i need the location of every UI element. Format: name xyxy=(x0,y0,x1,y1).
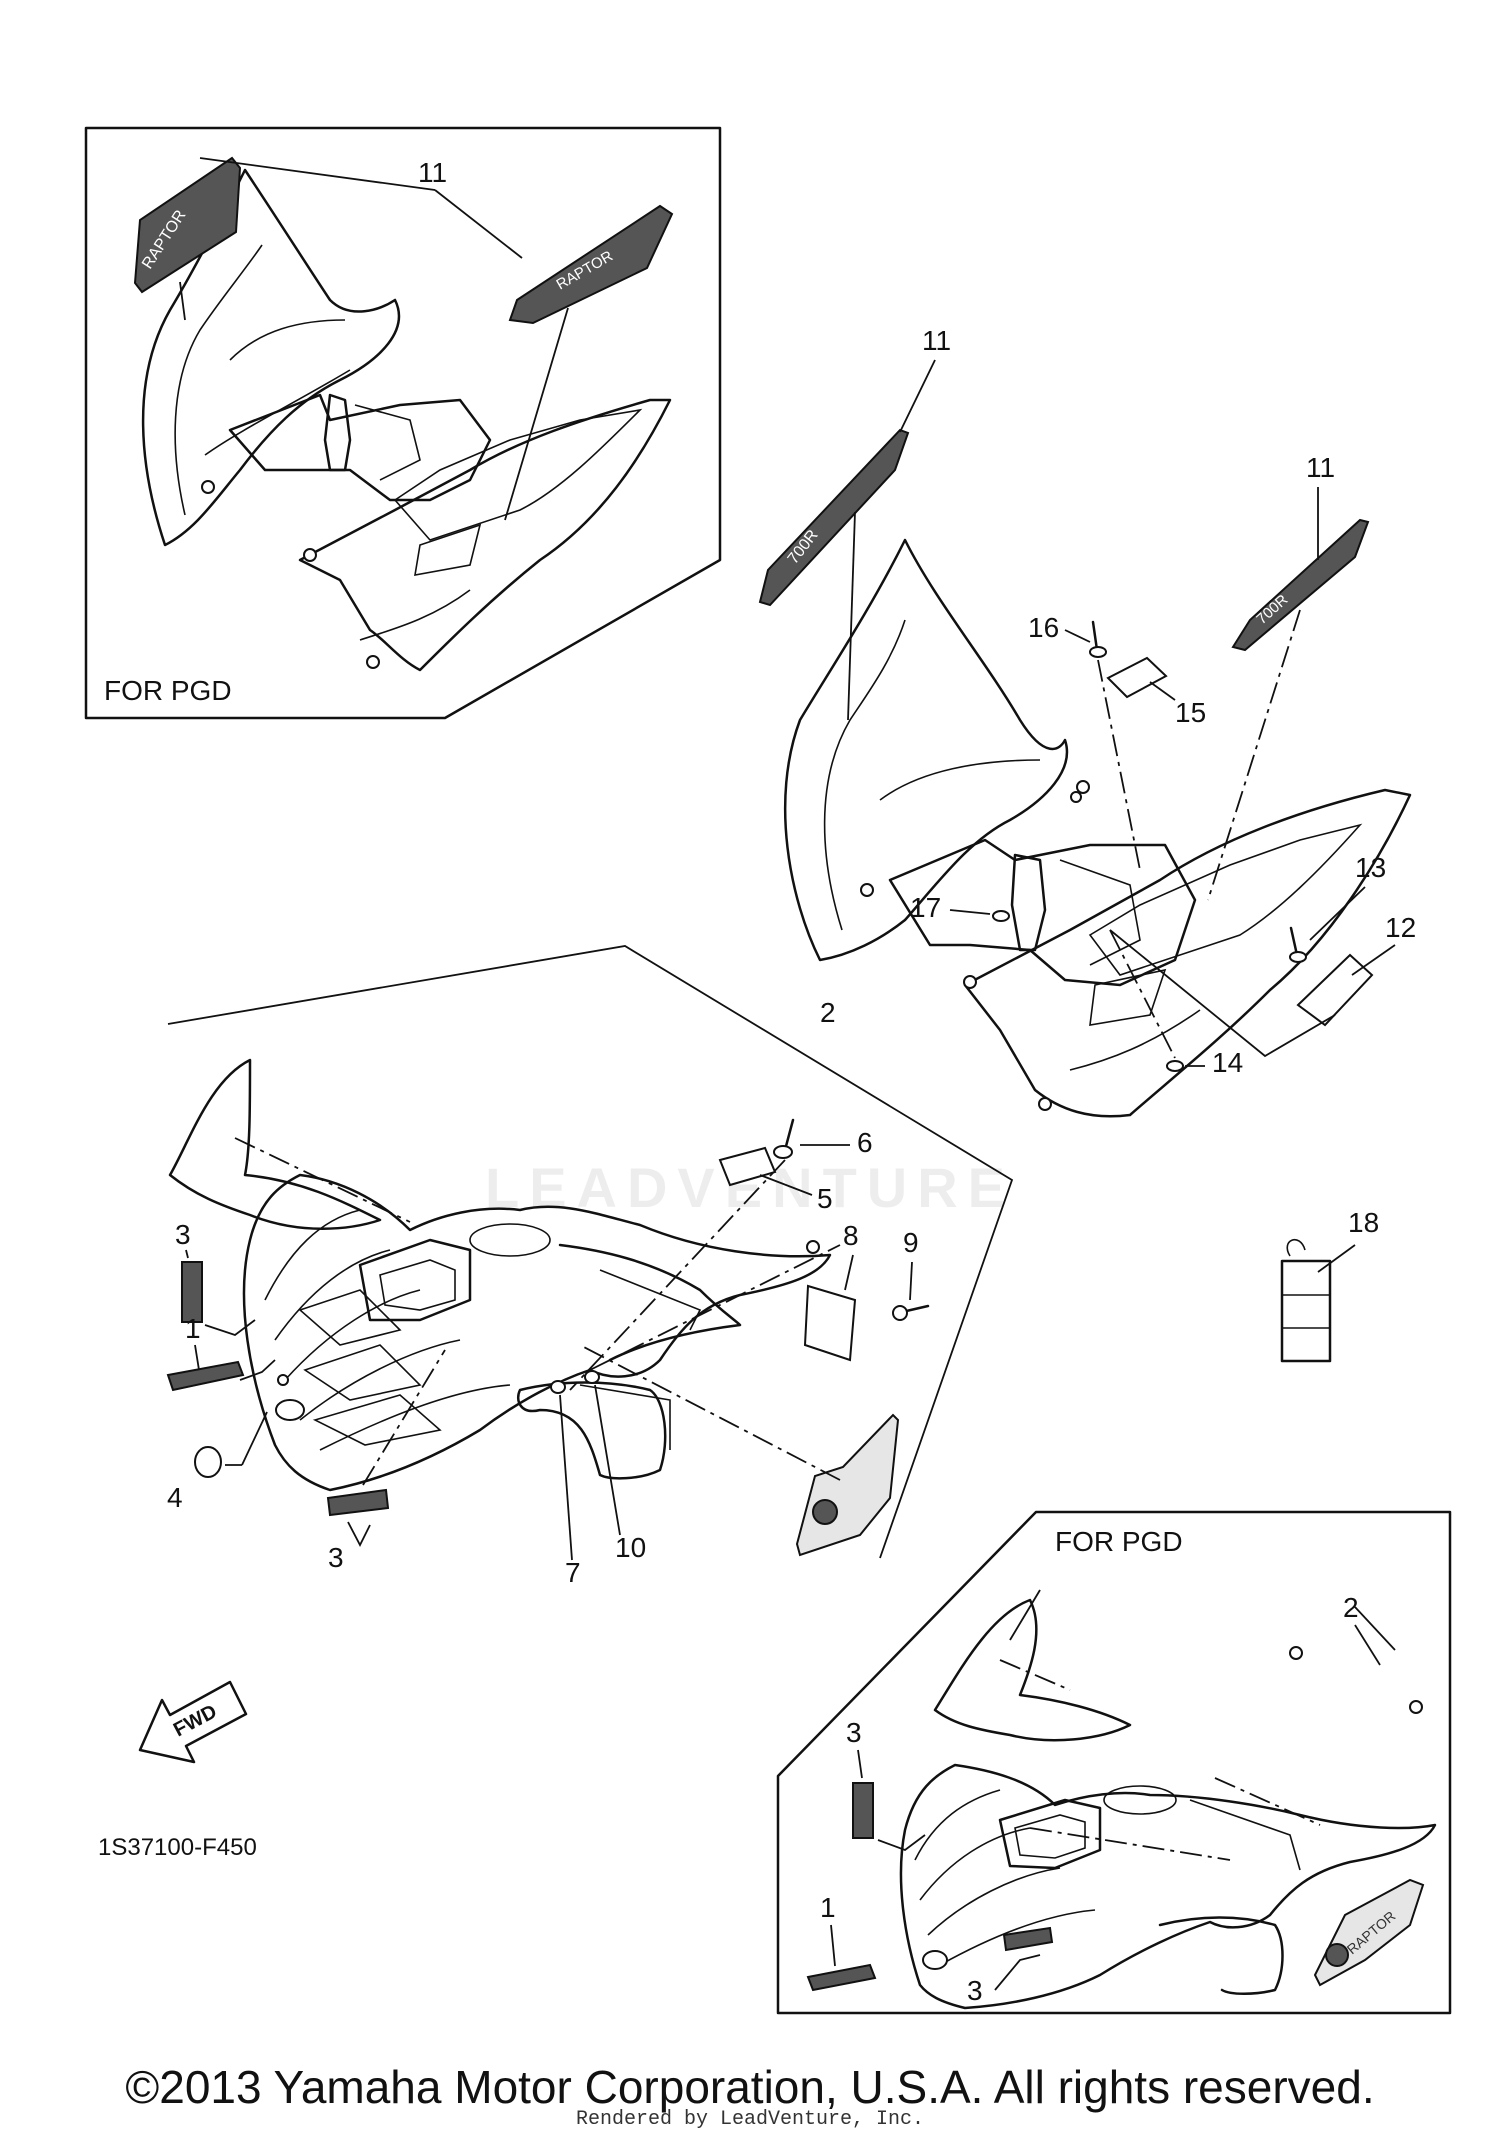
callout-2-box: 2 xyxy=(1343,1592,1359,1623)
rendered-by-notice: Rendered by LeadVenture, Inc. xyxy=(575,2108,925,2131)
inset-label-top-left: FOR PGD xyxy=(104,675,232,706)
grommet-10 xyxy=(584,1370,600,1384)
diagram-code: 1S37100-F450 xyxy=(98,1834,257,1861)
decal-2-box: RAPTOR xyxy=(1313,1878,1425,1987)
callout-1-main: 1 xyxy=(185,1313,201,1344)
label-15 xyxy=(1106,656,1168,699)
callout-4: 4 xyxy=(167,1482,183,1513)
rear-fender-mid xyxy=(963,788,1412,1118)
callout-11-right: 11 xyxy=(1306,452,1335,483)
callout-13: 13 xyxy=(1355,852,1386,883)
decal-3-upper-shape xyxy=(181,1261,203,1323)
callout-14: 14 xyxy=(1212,1047,1243,1078)
callout-3-upper: 3 xyxy=(175,1219,191,1250)
front-fender-mid xyxy=(783,538,1069,962)
fender-flap xyxy=(168,1058,382,1230)
callout-12: 12 xyxy=(1385,912,1416,943)
main-rear-fender-assembly: 700R 11 700R 11 16 15 17 xyxy=(758,325,1416,1118)
decal-3-upper xyxy=(181,1261,203,1323)
hang-tag-18 xyxy=(1280,1238,1332,1363)
callout-8: 8 xyxy=(843,1220,859,1251)
bolt-6 xyxy=(773,1118,795,1159)
main-front-fender xyxy=(242,1173,832,1492)
callout-3-box-lower: 3 xyxy=(967,1975,983,2006)
callout-16: 16 xyxy=(1028,612,1059,643)
cap-4 xyxy=(194,1446,222,1478)
bolt-13 xyxy=(1289,926,1307,963)
decal-2-main xyxy=(795,1413,900,1557)
main-front-fender-assembly: 3 1 4 3 6 5 xyxy=(166,945,1014,1588)
callout-5: 5 xyxy=(817,1183,833,1214)
inset-label-bottom-right: FOR PGD xyxy=(1055,1526,1183,1557)
grommet-14 xyxy=(1166,1060,1184,1072)
decal-3-box-upper xyxy=(852,1782,874,1839)
center-body-mid xyxy=(888,780,1197,987)
callout-6: 6 xyxy=(857,1127,873,1158)
decal-1-box xyxy=(806,1963,877,1992)
callout-10: 10 xyxy=(615,1532,646,1563)
grommet-17 xyxy=(992,910,1010,922)
label-5 xyxy=(718,1146,777,1187)
plate-8 xyxy=(803,1284,857,1362)
callout-18: 18 xyxy=(1348,1207,1379,1238)
front-fender-small-2 xyxy=(899,1598,1437,2010)
inset-box-bottom-right: FOR PGD RAPTOR 2 xyxy=(776,1510,1452,2015)
callout-3-lower: 3 xyxy=(328,1542,344,1573)
bolt-16 xyxy=(1089,620,1107,658)
callout-2-main: 2 xyxy=(820,997,836,1028)
callout-17: 17 xyxy=(910,892,941,923)
callout-3-box-upper: 3 xyxy=(846,1717,862,1748)
inset-frame xyxy=(84,126,722,720)
grommet-7 xyxy=(550,1380,566,1394)
callout-15: 15 xyxy=(1175,697,1206,728)
fwd-label: FWD xyxy=(170,1701,221,1742)
copyright-notice: ©2013 Yamaha Motor Corporation, U.S.A. A… xyxy=(125,2061,1375,2113)
bolt-9 xyxy=(892,1304,930,1321)
callout-7: 7 xyxy=(565,1557,581,1588)
decal-3-lower xyxy=(326,1488,390,1517)
inset-frame-2 xyxy=(776,1510,1452,2015)
decal-11-box-right: RAPTOR xyxy=(508,204,674,325)
decal-3-box-lower xyxy=(1002,1926,1054,1952)
label-12 xyxy=(1296,953,1374,1027)
decal-11-box-left: RAPTOR xyxy=(133,156,242,294)
decal-1-main xyxy=(166,1360,245,1392)
rear-fender-small xyxy=(298,398,672,672)
decal-11-right: 700R xyxy=(1231,518,1370,652)
front-fender-small xyxy=(141,168,401,547)
callout-9: 9 xyxy=(903,1227,919,1258)
center-body-small xyxy=(228,393,492,502)
callout-11-box: 11 xyxy=(418,157,447,188)
inset-box-top-left: FOR PGD RAPTOR xyxy=(84,126,722,720)
fwd-arrow: FWD xyxy=(138,1680,248,1764)
callout-11-mid: 11 xyxy=(922,325,951,356)
callout-1-box: 1 xyxy=(820,1892,836,1923)
